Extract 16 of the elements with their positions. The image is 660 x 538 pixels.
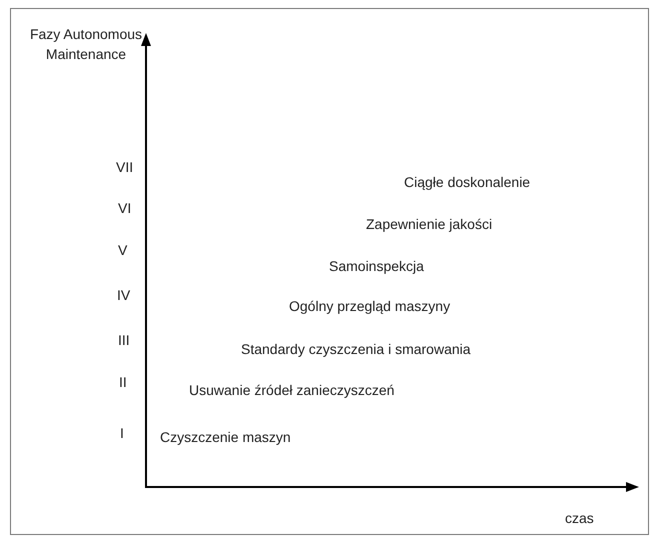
phase-label: Standardy czyszczenia i smarowania xyxy=(241,341,471,358)
axis-label: czas xyxy=(565,510,594,527)
phase-number: V xyxy=(118,242,128,259)
phase-number: III xyxy=(118,332,130,349)
phase-label: Ogólny przegląd maszyny xyxy=(289,298,450,315)
phase-label: Usuwanie źródeł zanieczyszczeń xyxy=(189,382,394,399)
phase-number: I xyxy=(120,425,124,442)
phase-label: Samoinspekcja xyxy=(329,258,424,275)
phase-label: Zapewnienie jakości xyxy=(366,216,492,233)
phase-number: VII xyxy=(116,159,134,176)
phase-number: VI xyxy=(118,200,132,217)
phase-number: IV xyxy=(117,287,130,304)
axis-title: Fazy Autonomous Maintenance xyxy=(28,25,144,64)
phase-label: Czyszczenie maszyn xyxy=(160,429,291,446)
phase-label: Ciągłe doskonalenie xyxy=(404,174,530,191)
phase-number: II xyxy=(119,374,127,391)
